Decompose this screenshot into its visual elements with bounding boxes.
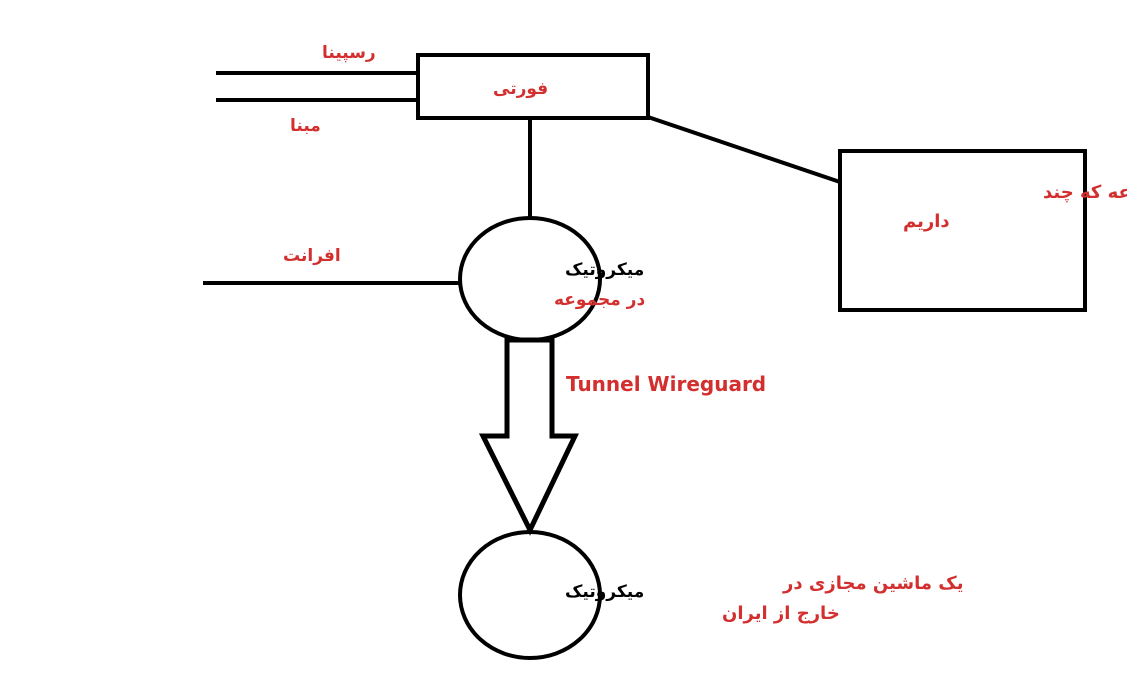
isp-label-afranet: افرانت [283,246,341,266]
link-firewall-vlan [647,115,841,184]
tunnel-label: Tunnel Wireguard [566,372,766,396]
vlan-label-line2: داریم [903,211,950,232]
firewall-label: فورتی [493,79,548,99]
vlan-box [838,149,1087,312]
remote-router-node [458,530,602,660]
remote-vm-label-line2: خارج از ایران [722,603,840,624]
remote-vm-label-line1: یک ماشین مجازی در [782,573,963,594]
remote-router-label: میکروتیک [565,582,644,602]
local-router-label-line2: در مجموعه [554,290,645,310]
firewall-box [416,53,650,120]
local-router-label-line1: میکروتیک [565,260,644,280]
tunnel-arrow [478,337,579,536]
isp-label-mabna: مبنا [290,116,321,136]
isp-label-rasپina: رسپینا [322,43,376,63]
vlan-label-line1: vlan مجموعه که چند [1043,182,1127,203]
